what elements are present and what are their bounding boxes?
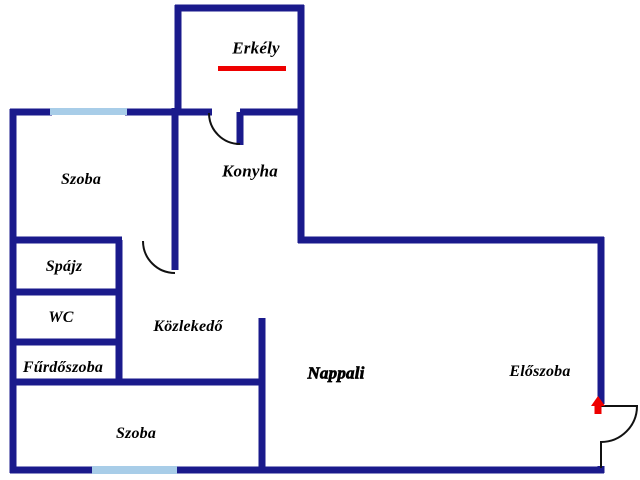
entrance-direction-arrow-icon [591,396,605,414]
windows-group [50,108,177,474]
room-label-spajz: Spájz [45,258,83,275]
room-label-kozlekedo: Közlekedő [153,318,223,335]
door-arc-szoba1 [142,240,176,274]
walls-group [9,4,605,474]
room-label-szoba-upper: Szoba [60,171,102,188]
window-bedroom-top [50,108,127,115]
room-label-konyha: Konyha [222,161,278,181]
room-label-szoba-lower: Szoba [115,425,157,442]
room-label-wc: WC [48,309,74,326]
window-bedroom-bottom [92,466,177,474]
room-label-erkely: Erkély [232,38,280,58]
room-label-nappali: Nappali [307,363,365,383]
door-arc-entrance [600,405,639,468]
door-arc-kitchen [208,112,241,145]
balcony-railing-icon [218,66,286,71]
door-arcs-group [142,112,639,468]
room-label-eloszoba: Előszoba [509,363,571,380]
room-label-furdoszoba: Fűrdőszoba [22,359,104,376]
